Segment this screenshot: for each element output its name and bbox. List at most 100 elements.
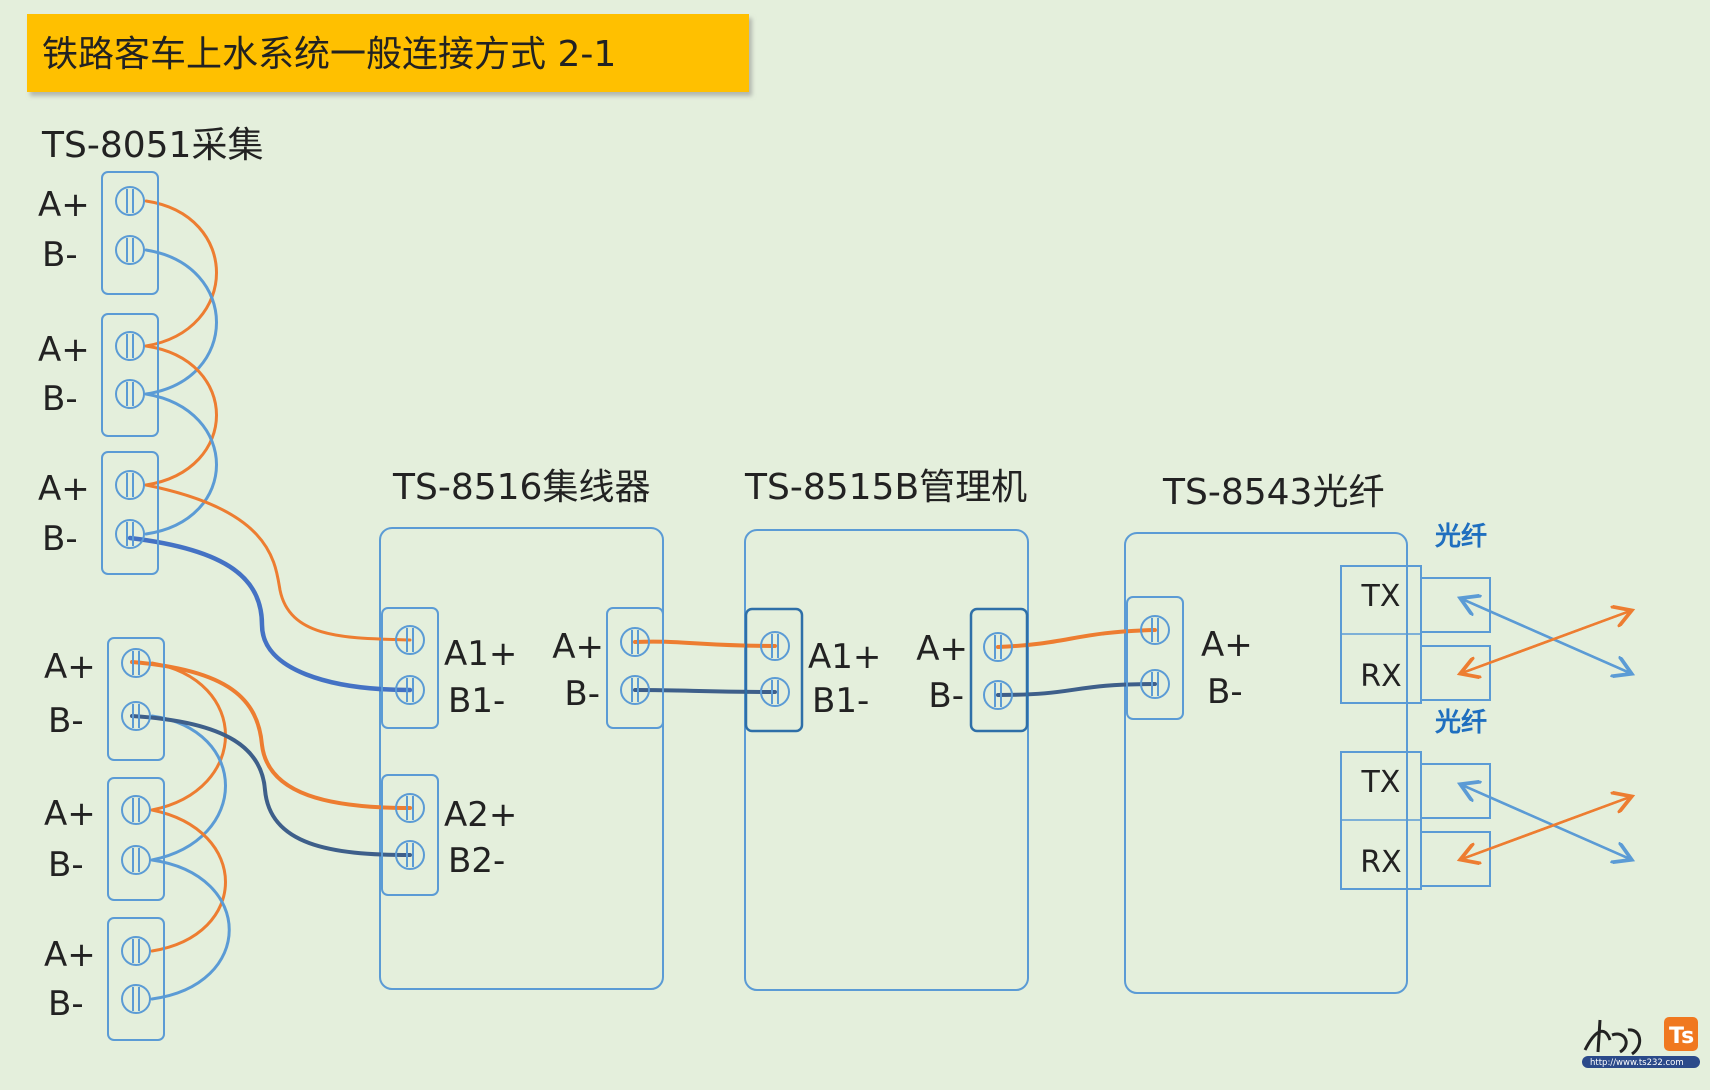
hub-title: TS-8516集线器 xyxy=(392,467,650,508)
wire-blue-2-3 xyxy=(144,392,218,536)
fiber-label: 光纤 xyxy=(1434,522,1487,552)
fiber-in-block: A+B- xyxy=(1126,596,1253,720)
wires xyxy=(127,199,1157,1001)
collector-title: TS-8051采集 xyxy=(41,125,263,166)
fiber-channel: 光纤 TX RX xyxy=(1340,708,1631,890)
terminal-label-b: B- xyxy=(42,235,78,275)
arrow-from-tx xyxy=(1461,783,1630,859)
wire-orange-5-6 xyxy=(150,808,227,953)
screw-icon xyxy=(121,701,151,731)
screw-icon xyxy=(620,675,650,705)
rx-label: RX xyxy=(1360,659,1401,694)
screw-icon xyxy=(395,625,425,655)
collector-terminal-block: A+ B- xyxy=(38,451,159,575)
wire-blue-4-5 xyxy=(150,714,227,862)
screw-icon xyxy=(121,648,151,678)
manager-in-block: A1+B1- xyxy=(744,607,881,733)
hub-port2-label-a: A2+ xyxy=(444,795,517,835)
screw-icon xyxy=(115,331,145,361)
wire-blue-manager-fiber xyxy=(996,682,1157,697)
screw-icon xyxy=(121,845,151,875)
screw-icon xyxy=(115,186,145,216)
screw-icon xyxy=(121,795,151,825)
fiber-ports: 光纤 TX RX 光纤 TX RX xyxy=(1340,522,1631,890)
wire-orange-to-hub-a1 xyxy=(144,483,412,642)
hub-out-label-a: A+ xyxy=(552,627,604,667)
manager-box xyxy=(744,529,1029,991)
hub-out-label-b: B- xyxy=(564,674,600,714)
wire-blue-5-6 xyxy=(150,858,231,1001)
manager-out-label-a: A+ xyxy=(916,629,968,669)
rx-connector xyxy=(1421,831,1491,887)
screw-icon xyxy=(395,675,425,705)
manager-out-label-b: B- xyxy=(928,676,964,716)
rx-connector xyxy=(1421,645,1491,701)
screw-icon xyxy=(983,680,1013,710)
screw-icon xyxy=(760,631,790,661)
hub-port1-label-b: B1- xyxy=(448,681,505,721)
fiber-label: 光纤 xyxy=(1434,708,1487,738)
screw-icon xyxy=(115,519,145,549)
wire-blue-to-hub-b2 xyxy=(130,714,412,857)
terminal-label-b: B- xyxy=(48,701,84,741)
ts-logo-text: Ts xyxy=(1669,1024,1694,1049)
screw-icon xyxy=(760,677,790,707)
ts-logo-badge xyxy=(1664,1017,1698,1051)
watermark: Ts http://www.ts232.com xyxy=(1582,1017,1700,1068)
wire-orange-to-hub-a2 xyxy=(130,660,412,810)
arrow-to-rx xyxy=(1462,795,1631,859)
terminal-label-a: A+ xyxy=(38,330,90,370)
arrow-to-rx xyxy=(1462,609,1631,673)
terminal-label-a: A+ xyxy=(44,935,96,975)
rx-label: RX xyxy=(1360,845,1401,880)
wire-blue-hub-manager xyxy=(633,688,777,694)
terminal-label-b: B- xyxy=(48,845,84,885)
collector-terminal-block: A+B- xyxy=(38,171,159,295)
manager-title: TS-8515B管理机 xyxy=(744,467,1027,508)
fiber-title: TS-8543光纤 xyxy=(1162,472,1384,513)
manager-in-label-b: B1- xyxy=(812,681,869,721)
collector-terminal-block: A+ B- xyxy=(44,777,165,901)
hub-box xyxy=(379,527,664,990)
terminal-label-a: A+ xyxy=(44,794,96,834)
manager-in-label-a: A1+ xyxy=(808,637,881,677)
screw-icon xyxy=(115,470,145,500)
collector-terminal-block: A+ B- xyxy=(38,313,159,437)
hub-port2-label-b: B2- xyxy=(448,841,505,881)
screw-icon xyxy=(115,235,145,265)
fiber-channel: 光纤 TX RX xyxy=(1340,522,1631,704)
collector-terminal-block: A+ B- xyxy=(44,917,165,1041)
terminal-label-b: B- xyxy=(48,984,84,1024)
watermark-url-bar xyxy=(1582,1056,1700,1068)
screw-icon xyxy=(115,379,145,409)
arrow-from-tx xyxy=(1461,597,1630,673)
hub-port1-block: A1+B1- xyxy=(381,607,517,729)
screw-icon xyxy=(983,632,1013,662)
terminal-label-b: B- xyxy=(42,519,78,559)
title-banner: 铁路客车上水系统一般连接方式 2-1 xyxy=(27,14,749,92)
tx-label: TX xyxy=(1361,765,1401,800)
wire-orange-1-2 xyxy=(144,199,218,348)
terminal-label-a: A+ xyxy=(38,469,90,509)
fiber-box xyxy=(1124,532,1408,994)
calligraphy-logo xyxy=(1583,1019,1642,1056)
terminal-label-a: A+ xyxy=(44,647,96,687)
tx-label: TX xyxy=(1361,579,1401,614)
hub-port1-label-a: A1+ xyxy=(444,634,517,674)
screw-icon xyxy=(121,984,151,1014)
wire-blue-1-2 xyxy=(144,248,218,396)
tx-connector xyxy=(1421,763,1491,819)
wire-orange-manager-fiber xyxy=(996,628,1157,649)
fiber-in-label-b: B- xyxy=(1207,672,1243,712)
collector-terminal-block: A+ B- xyxy=(44,637,165,761)
screw-icon xyxy=(121,936,151,966)
wire-orange-2-3 xyxy=(144,344,218,487)
screw-icon xyxy=(1140,669,1170,699)
tx-connector xyxy=(1421,577,1491,633)
watermark-url: http://www.ts232.com xyxy=(1590,1058,1684,1068)
terminal-label-b: B- xyxy=(42,379,78,419)
hub-port2-block: A2+B2- xyxy=(381,774,517,896)
manager-out-block: A+ B- xyxy=(916,607,1029,733)
